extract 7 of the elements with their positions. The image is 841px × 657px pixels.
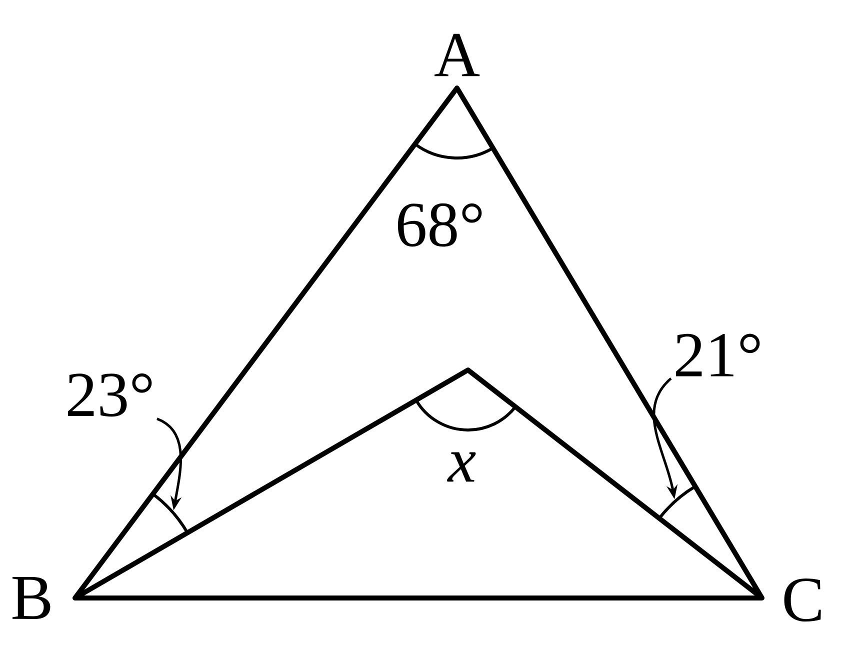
vertex-label: B xyxy=(12,576,50,620)
angle-label: 68° xyxy=(398,203,482,247)
angle-label: 21° xyxy=(676,334,760,376)
angle-label: x xyxy=(447,452,476,482)
vertex-label: A xyxy=(434,34,480,76)
vertex-label: C xyxy=(784,578,821,622)
angle-label: 23° xyxy=(68,373,152,417)
